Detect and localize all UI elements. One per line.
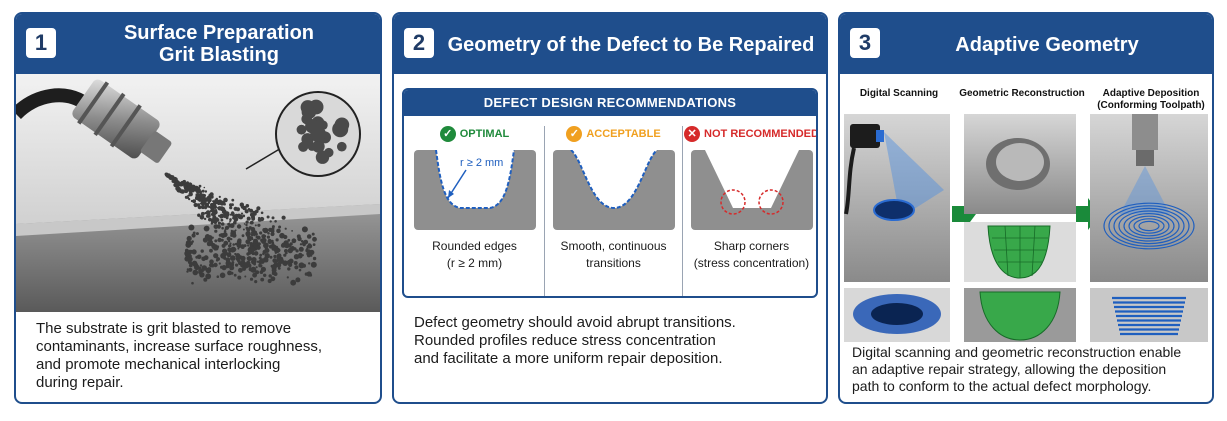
panel-defect-geometry: 2 Geometry of the Defect to Be Repaired … — [392, 12, 828, 404]
caption-line: transitions — [586, 256, 641, 270]
panel-2-description: Defect geometry should avoid abrupt tran… — [414, 314, 736, 368]
caption-line: Rounded edges — [432, 239, 517, 253]
description-line: Defect geometry should avoid abrupt tran… — [414, 314, 736, 331]
panel-header: 1 Surface Preparation Grit Blasting — [16, 14, 380, 74]
panel-adaptive-geometry: 3 Adaptive Geometry Digital Scanning Geo… — [838, 12, 1214, 404]
scan-beam — [884, 132, 944, 218]
profile-smooth — [553, 150, 675, 230]
panel-header: 2 Geometry of the Defect to Be Repaired — [394, 14, 826, 74]
defect-recommendations-box: DEFECT DESIGN RECOMMENDATIONS ✓OPTIMAL r… — [402, 88, 818, 298]
divider — [544, 126, 545, 296]
recommendations-title: DEFECT DESIGN RECOMMENDATIONS — [404, 90, 816, 116]
column-not-recommended: ✕NOT RECOMMENDED Sharp corners (stress c… — [683, 116, 818, 296]
caption-acceptable: Smooth, continuous transitions — [545, 238, 682, 272]
check-icon: ✓ — [439, 126, 456, 142]
status-acceptable: ✓ACCEPTABLE — [545, 126, 682, 142]
caption-line: (stress concentration) — [693, 256, 810, 270]
caption-not-recommended: Sharp corners (stress concentration) — [683, 238, 816, 272]
deposited-layers — [1112, 296, 1186, 336]
description-line: contaminants, increase surface roughness… — [36, 338, 322, 355]
caption-line: Smooth, continuous — [560, 239, 667, 253]
title-line-1: Surface Preparation — [123, 22, 315, 44]
description-line: path to conform to the actual defect mor… — [852, 378, 1152, 394]
step-label: Adaptive Deposition — [1102, 88, 1200, 99]
panel-header: 3 Adaptive Geometry — [840, 14, 1212, 74]
cross-icon: ✕ — [684, 126, 701, 142]
description-line: The substrate is grit blasted to remove — [36, 320, 292, 337]
status-label: OPTIMAL — [459, 127, 510, 140]
description-line: an adaptive repair strategy, allowing th… — [852, 361, 1167, 377]
adaptive-geometry-illustration — [844, 114, 1208, 342]
grit-blasting-illustration — [16, 74, 380, 312]
title-line-2: Grit Blasting — [158, 44, 279, 66]
profile-sharp — [691, 150, 813, 230]
scanner-icon — [844, 124, 884, 215]
step-geometric-reconstruction: Geometric Reconstruction — [959, 88, 1085, 99]
description-line: Rounded profiles reduce stress concentra… — [414, 332, 716, 349]
check-icon: ✓ — [566, 126, 583, 142]
description-line: during repair. — [36, 374, 124, 391]
caption-line: (r ≥ 2 mm) — [446, 256, 503, 270]
profile-rounded: r ≥ 2 mm — [414, 150, 536, 230]
caption-line: Sharp corners — [713, 239, 790, 253]
deposition-nozzle — [1132, 114, 1158, 166]
panel-title: Adaptive Geometry — [955, 34, 1139, 56]
description-line: Digital scanning and geometric reconstru… — [852, 344, 1182, 360]
column-acceptable: ✓ACCEPTABLE Smooth, continuous transitio… — [545, 116, 682, 296]
panel-1-description: The substrate is grit blasted to remove … — [36, 320, 322, 392]
status-optimal: ✓OPTIMAL — [406, 126, 543, 142]
step-number: 3 — [850, 28, 880, 58]
step-adaptive-deposition: Adaptive Deposition (Conforming Toolpath… — [1090, 88, 1212, 112]
hose — [16, 88, 91, 120]
step-number: 2 — [404, 28, 434, 58]
status-label: ACCEPTABLE — [586, 127, 661, 140]
step-label: (Conforming Toolpath) — [1097, 100, 1205, 111]
conforming-toolpath — [1103, 202, 1195, 250]
step-number: 1 — [26, 28, 56, 58]
status-not-recommended: ✕NOT RECOMMENDED — [683, 126, 818, 142]
radius-annotation: r ≥ 2 mm — [460, 157, 503, 169]
panel-title: Geometry of the Defect to Be Repaired — [447, 34, 815, 56]
panel-title: Surface Preparation Grit Blasting — [64, 22, 374, 66]
status-label: NOT RECOMMENDED — [704, 127, 818, 140]
description-line: and promote mechanical interlocking — [36, 356, 281, 373]
panel-3-description: Digital scanning and geometric reconstru… — [852, 344, 1181, 395]
grit-particles — [164, 172, 317, 286]
caption-optimal: Rounded edges (r ≥ 2 mm) — [406, 238, 543, 272]
description-line: and facilitate a more uniform repair dep… — [414, 350, 723, 367]
panel-surface-preparation: 1 Surface Preparation Grit Blasting The … — [14, 12, 382, 404]
blasting-nozzle — [72, 79, 172, 163]
divider — [682, 126, 683, 296]
column-optimal: ✓OPTIMAL r ≥ 2 mm Rounded edges (r ≥ 2 m… — [406, 116, 543, 296]
step-digital-scanning: Digital Scanning — [859, 88, 939, 99]
